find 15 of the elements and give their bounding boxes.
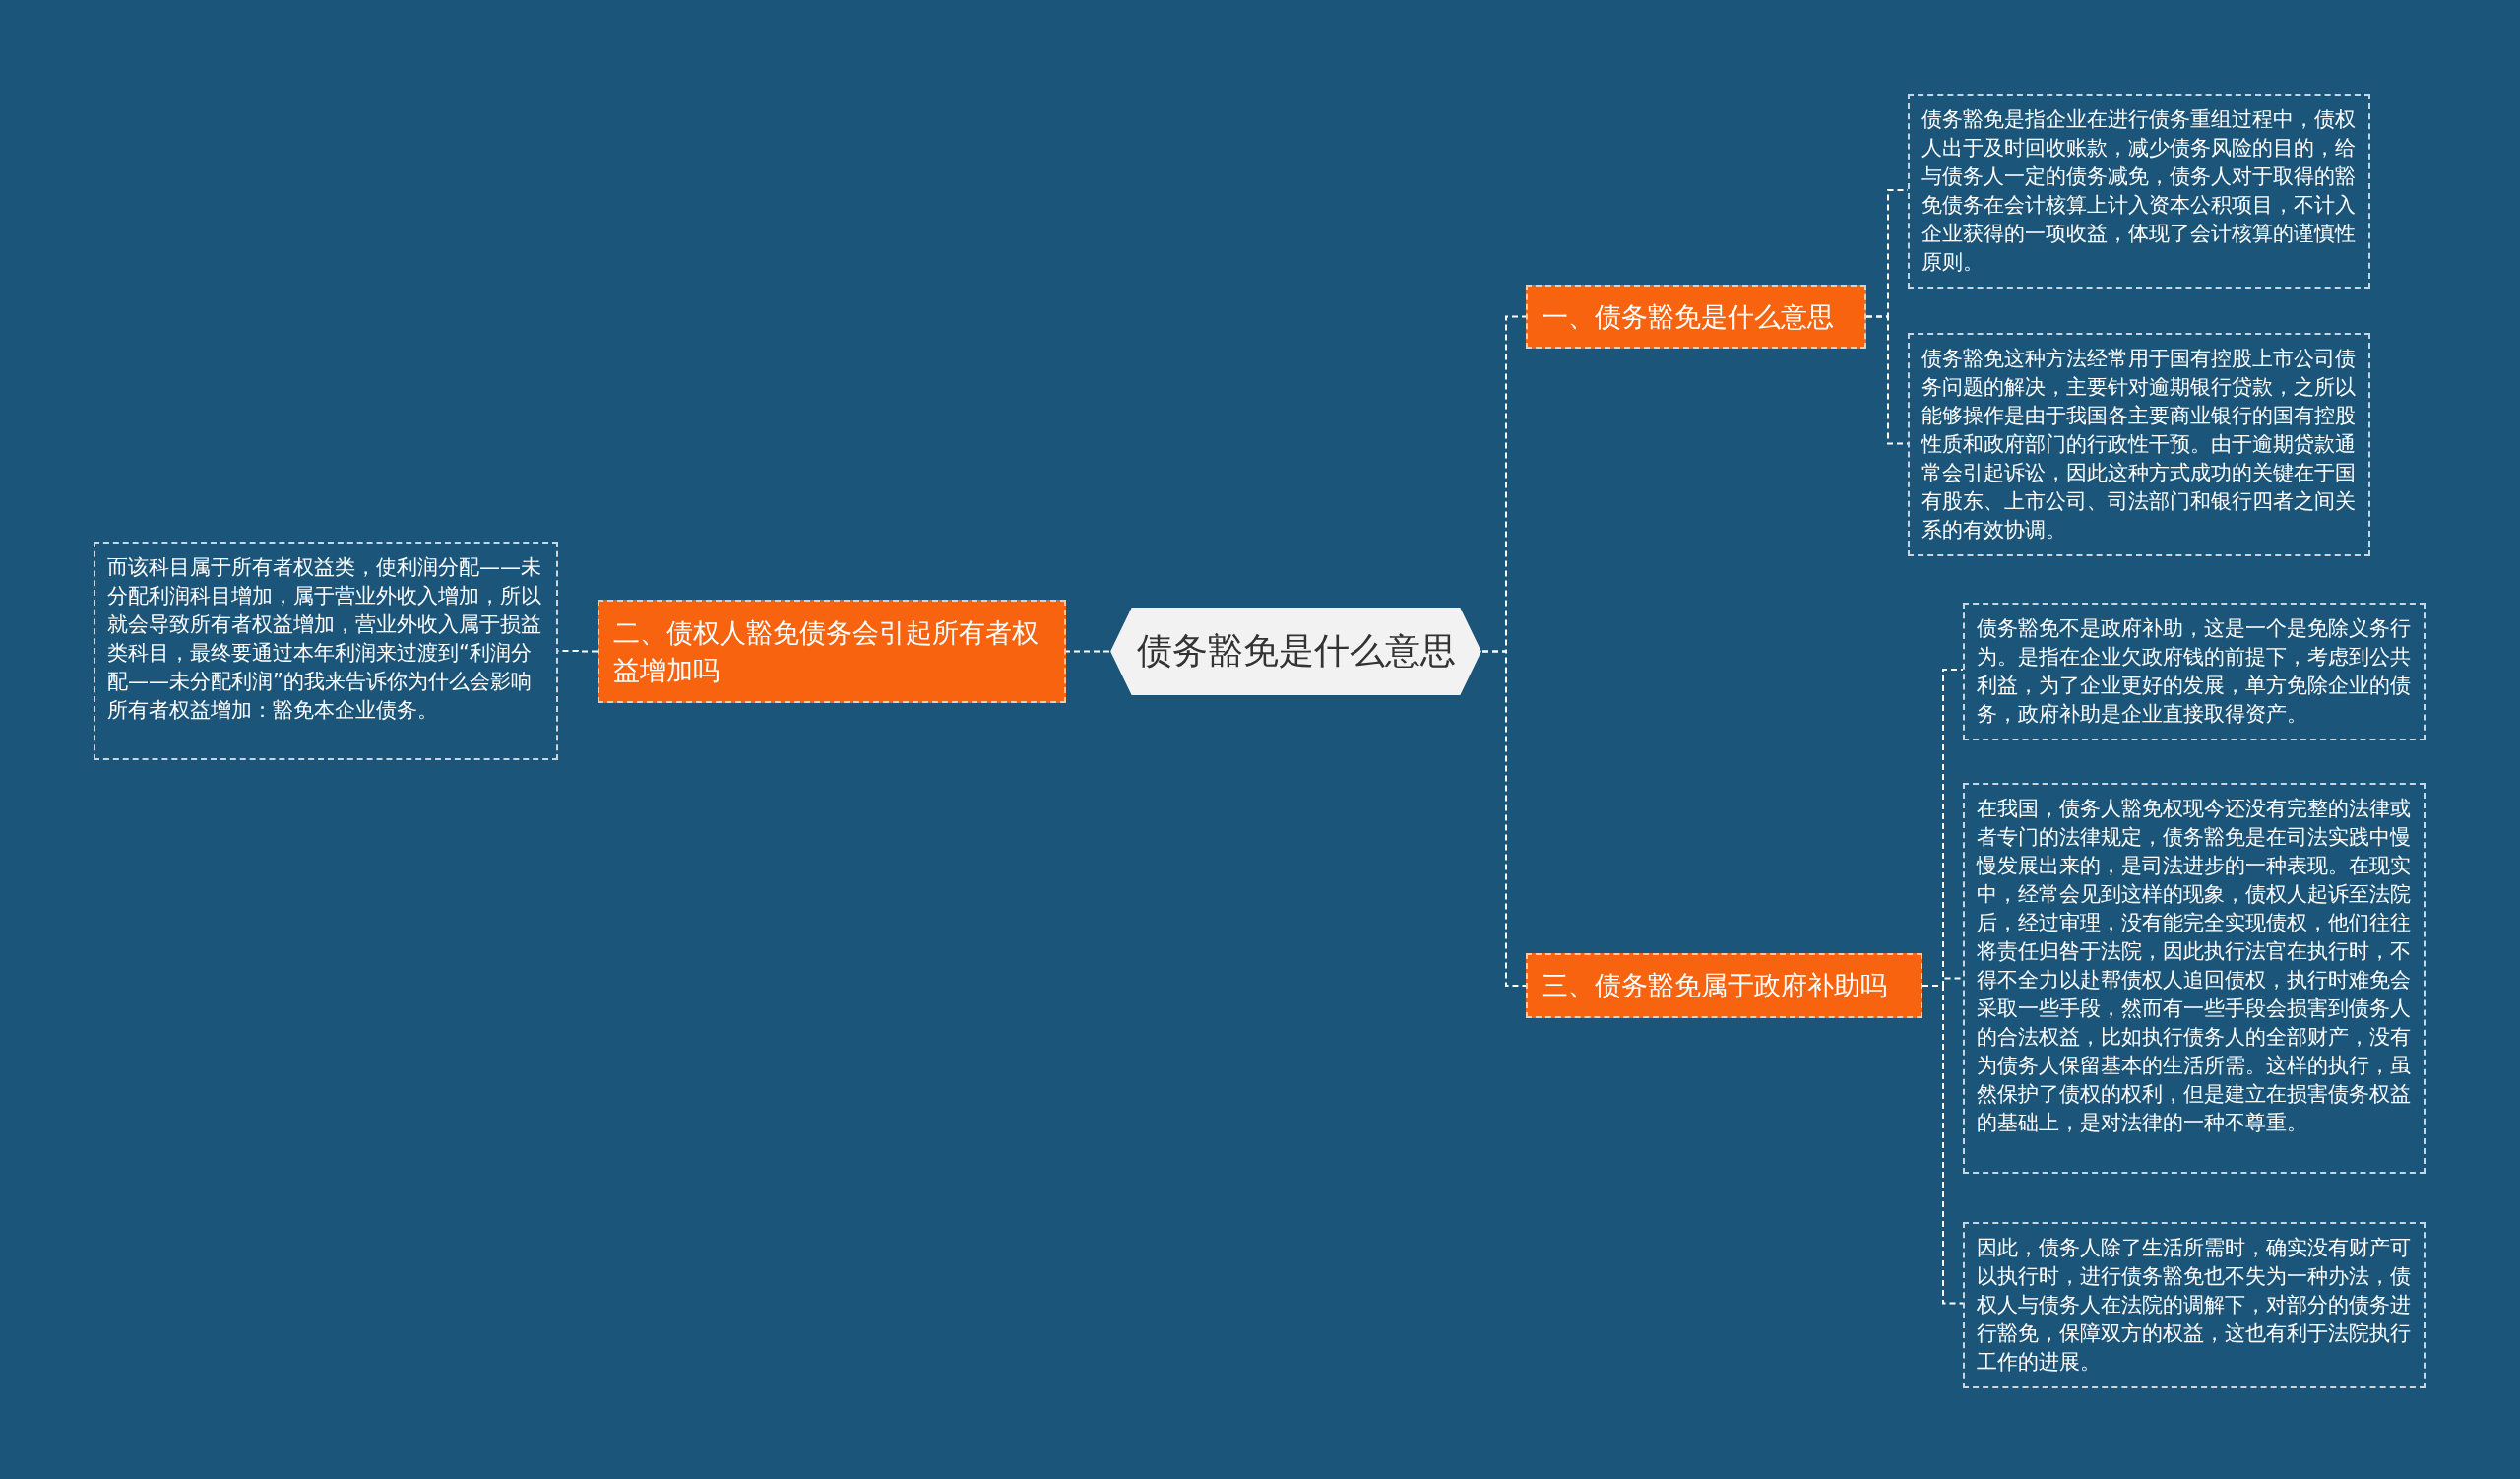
text-box: 在我国，债务人豁免权现今还没有完整的法律或者专门的法律规定，债务豁免是在司法实践中慢慢发展出来的，是司法进步的一种表现。在现实中，经常会见到这样的现象，债权人起诉至法院后，经过审理，没有能完全实现债权，他们往往将责任归咎于法院，因此执行法官在执行时，不得不全力以赴帮债权人追回债权，执行时难免会采取一些手段，然而有一些手段会损害到债务人的合法权益，比如执行债务人的全部财产，没有为债务人保留基本的生活所需。这样的执行，虽然保护了债权的权利，但是建立在损害债务权益的基础上，是对法律的一种不尊重。	[1963, 783, 2426, 1174]
text-box: 因此，债务人除了生活所需时，确实没有财产可以执行时，进行债务豁免也不失为一种办法，债权人与债务人在法院的调解下，对部分的债务进行豁免，保障双方的权益，这也有利于法院执行工作的进展。	[1963, 1222, 2426, 1388]
text-box: 债务豁免是指企业在进行债务重组过程中，债权人出于及时回收账款，减少债务风险的目的，给与债务人一定的债务减免，债务人对于取得的豁免债务在会计核算上计入资本公积项目，不计入企业获得的一项收益，体现了会计核算的谨慎性原则。	[1908, 94, 2370, 289]
connector-line	[1865, 315, 1909, 445]
topic-box: 三、债务豁免属于政府补助吗	[1526, 953, 1922, 1018]
topic-box: 二、债权人豁免债务会引起所有者权益增加吗	[598, 600, 1066, 703]
central-topic-hexagon: 债务豁免是什么意思	[1109, 607, 1482, 696]
connector-line	[1922, 985, 1964, 1305]
text-box: 债务豁免这种方法经常用于国有控股上市公司债务问题的解决，主要针对逾期银行贷款，之所以能够操作是由于我国各主要商业银行的国有控股性质和政府部门的行政性干预。由于逾期贷款通常会引起诉讼，因此这种方式成功的关键在于国有股东、上市公司、司法部门和银行四者之间关系的有效协调。	[1908, 333, 2370, 556]
connector-line	[1065, 650, 1110, 653]
text-box: 而该科目属于所有者权益类，使利润分配——未分配利润科目增加，属于营业外收入增加，所以就会导致所有者权益增加，营业外收入属于损益类科目，最终要通过本年利润来过渡到“利润分配——未分配利润”的我来告诉你为什么会影响所有者权益增加：豁免本企业债务。	[94, 542, 558, 760]
topic-box: 一、债务豁免是什么意思	[1526, 285, 1866, 349]
text-box: 债务豁免不是政府补助，这是一个是免除义务行为。是指在企业欠政府钱的前提下，考虑到公共利益，为了企业更好的发展，单方免除企业的债务，政府补助是企业直接取得资产。	[1963, 603, 2426, 740]
connector-line	[557, 650, 598, 653]
connector-line	[1481, 650, 1527, 987]
